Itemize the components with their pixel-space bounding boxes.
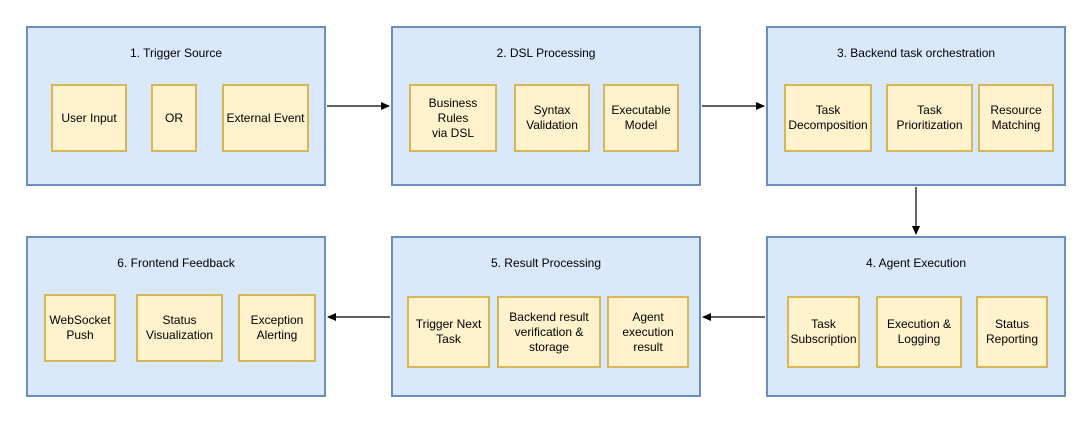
node-business-rules: Business Rules via DSL	[409, 84, 497, 152]
stage-trigger-source: 1. Trigger Source User Input OR External…	[26, 26, 326, 186]
node-websocket-push: WebSocket Push	[44, 294, 116, 362]
stage-frontend-feedback: 6. Frontend Feedback WebSocket Push Stat…	[26, 236, 326, 397]
stage-agent-execution: 4. Agent Execution Task Subscription Exe…	[766, 236, 1066, 397]
stage-backend-orchestration: 3. Backend task orchestration Task Decom…	[766, 26, 1066, 186]
node-external-event: External Event	[222, 84, 309, 152]
node-label: Exception Alerting	[250, 313, 304, 342]
node-label: Task Decomposition	[788, 103, 868, 132]
node-label: Status Visualization	[145, 313, 214, 342]
node-label: Trigger Next Task	[415, 317, 482, 346]
node-exception-alerting: Exception Alerting	[238, 294, 316, 362]
node-execution-logging: Execution & Logging	[876, 296, 962, 368]
node-status-reporting: Status Reporting	[976, 296, 1048, 368]
node-task-decomposition: Task Decomposition	[784, 84, 872, 152]
node-label: Executable Model	[611, 103, 671, 132]
node-agent-execution-result: Agent execution result	[607, 296, 689, 368]
node-label: External Event	[226, 110, 305, 125]
node-trigger-next-task: Trigger Next Task	[407, 296, 490, 368]
node-label: Backend result verification & storage	[509, 309, 589, 354]
node-label: Resource Matching	[990, 103, 1042, 132]
node-label: Task Subscription	[790, 317, 857, 346]
node-syntax-validation: Syntax Validation	[514, 84, 590, 152]
node-label: Status Reporting	[985, 317, 1039, 346]
node-label: User Input	[61, 110, 117, 125]
node-task-prioritization: Task Prioritization	[886, 84, 973, 152]
node-label: Execution & Logging	[886, 317, 952, 346]
node-executable-model: Executable Model	[603, 84, 679, 152]
node-label: Agent execution result	[622, 309, 674, 354]
stage-title: 4. Agent Execution	[865, 256, 967, 270]
node-backend-result-verification: Backend result verification & storage	[497, 296, 601, 368]
stage-title: 1. Trigger Source	[129, 46, 223, 60]
node-user-input: User Input	[51, 84, 127, 152]
stage-title: 2. DSL Processing	[496, 46, 596, 60]
node-label: Business Rules via DSL	[428, 95, 478, 140]
node-or: OR	[151, 84, 197, 152]
stage-result-processing: 5. Result Processing Trigger Next Task B…	[391, 236, 701, 397]
node-status-visualization: Status Visualization	[136, 294, 223, 362]
node-task-subscription: Task Subscription	[787, 296, 860, 368]
stage-title: 6. Frontend Feedback	[117, 256, 235, 270]
stage-title: 3. Backend task orchestration	[836, 46, 996, 60]
stage-title: 5. Result Processing	[490, 256, 602, 270]
node-label: Syntax Validation	[526, 103, 578, 132]
stage-dsl-processing: 2. DSL Processing Business Rules via DSL…	[391, 26, 701, 186]
node-resource-matching: Resource Matching	[978, 84, 1054, 152]
node-label: Task Prioritization	[896, 103, 963, 132]
node-label: WebSocket Push	[49, 313, 111, 342]
node-label: OR	[165, 110, 183, 125]
